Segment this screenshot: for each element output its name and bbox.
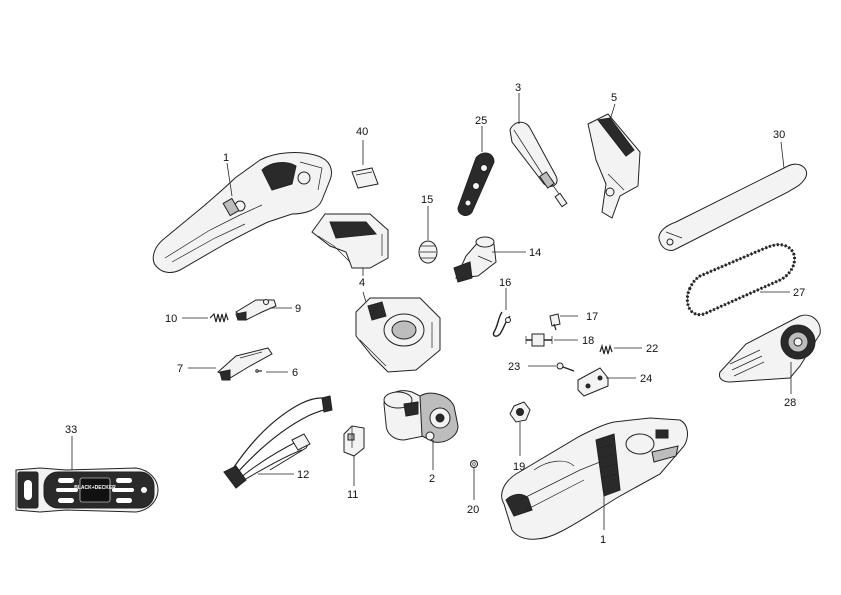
part-40-label: [351, 167, 379, 189]
part-18-adjuster: [525, 333, 553, 347]
callout-22: 22: [646, 343, 658, 355]
part-17-bolt: [549, 313, 561, 331]
callout-20: 20: [467, 504, 479, 516]
callout-28: 28: [784, 397, 796, 409]
callout-10: 10: [165, 313, 177, 325]
callout-16: 16: [499, 277, 511, 289]
part-12-wiring: [223, 395, 333, 489]
part-9-trigger-lock: [235, 299, 277, 321]
part-7-trigger: [217, 347, 273, 381]
part-25-grip: [457, 152, 495, 216]
callout-7: 7: [177, 363, 183, 375]
part-1-right-housing: [501, 417, 688, 540]
part-5-guard: [587, 113, 641, 219]
part-22-spring: [599, 343, 613, 355]
part-2-motor: [383, 390, 459, 443]
callout-15: 15: [421, 194, 433, 206]
part-1-left-housing: [152, 152, 332, 273]
callout-9: 9: [295, 303, 301, 315]
callout-30: 30: [773, 129, 785, 141]
part-11-switch: [343, 425, 365, 457]
part-3-front-handle: [509, 121, 568, 208]
part-20-washer: [470, 460, 478, 468]
part-33-bar-cover: BLACK+DECKER: [15, 467, 159, 513]
callout-24: 24: [640, 373, 652, 385]
callout-11: 11: [347, 489, 358, 501]
callout-6: 6: [292, 367, 298, 379]
callout-25: 25: [475, 115, 487, 127]
part-14-lock: [453, 236, 497, 283]
part-23-screw: [556, 362, 575, 372]
callout-12: 12: [297, 469, 309, 481]
callout-17: 17: [586, 311, 598, 323]
callout-1-top: 1: [223, 152, 229, 164]
callout-3: 3: [515, 82, 521, 94]
callout-14: 14: [529, 247, 541, 259]
callout-23: 23: [508, 361, 520, 373]
part-19-nut: [509, 401, 531, 423]
part-4-cover: [311, 213, 389, 269]
part-15-knob: [418, 240, 438, 264]
brand-logo: BLACK+DECKER: [74, 485, 116, 491]
callout-1-bottom: 1: [600, 534, 606, 546]
part-6-pin: [255, 369, 262, 373]
callout-18: 18: [582, 335, 594, 347]
callout-2: 2: [429, 473, 435, 485]
part-27-chain: [685, 243, 796, 317]
callout-4: 4: [359, 277, 365, 289]
part-10-spring: [209, 311, 229, 323]
part-16-clip: [492, 311, 511, 337]
part-30-bar: [658, 163, 808, 251]
part-28-side-cover: [719, 314, 821, 383]
part-4-gear-housing: [355, 297, 441, 373]
callout-5: 5: [611, 92, 617, 104]
part-24-plate: [577, 367, 609, 397]
callout-33: 33: [65, 424, 77, 436]
callout-40: 40: [356, 126, 368, 138]
callout-27: 27: [793, 287, 805, 299]
